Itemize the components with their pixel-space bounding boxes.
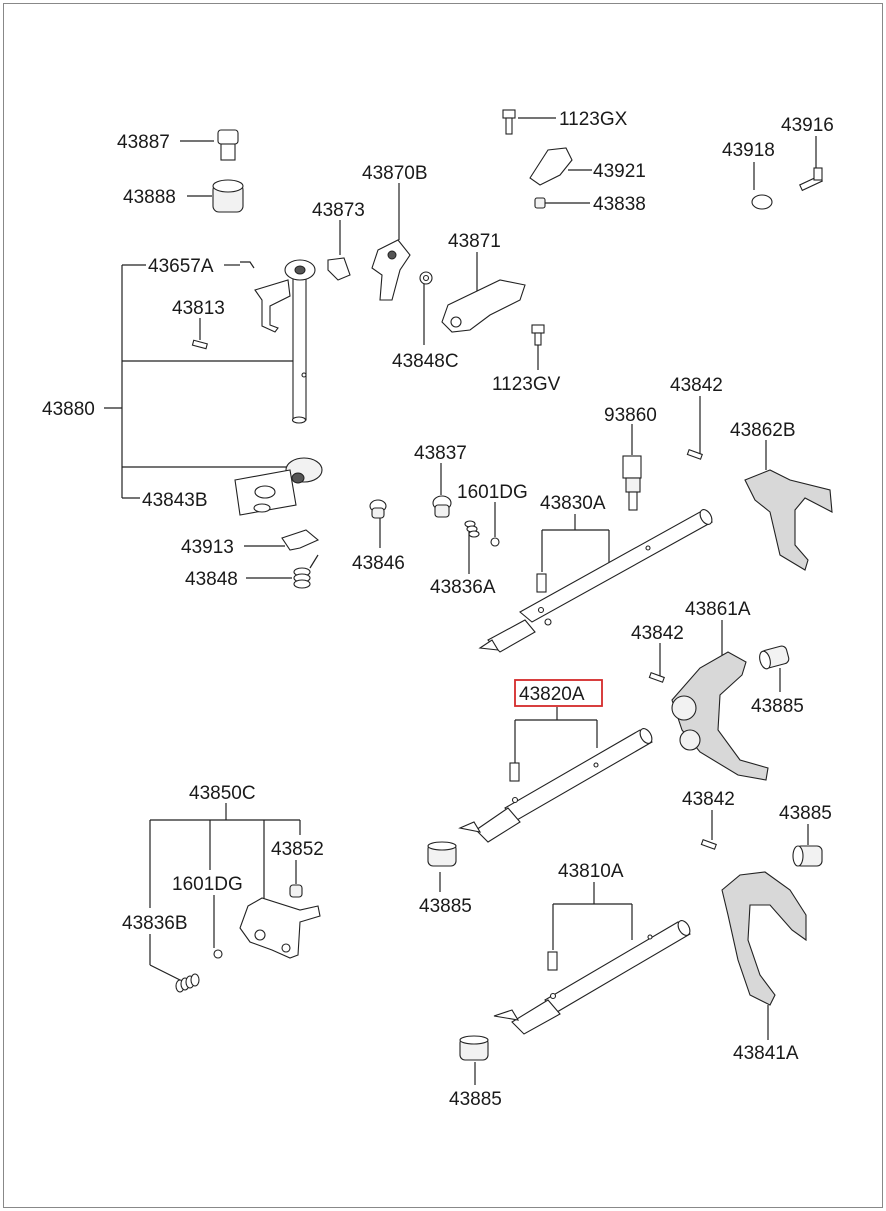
label-43846[interactable]: 43846 — [352, 553, 405, 574]
label-43888[interactable]: 43888 — [123, 187, 176, 208]
highlight-box-43820A — [514, 679, 603, 707]
label-43813[interactable]: 43813 — [172, 298, 225, 319]
label-43820A[interactable]: 43820A — [519, 684, 585, 705]
label-43885-a[interactable]: 43885 — [751, 696, 804, 717]
label-43885-c[interactable]: 43885 — [419, 896, 472, 917]
label-43842-a[interactable]: 43842 — [670, 375, 723, 396]
bolt-1123GV — [531, 324, 545, 346]
label-93860[interactable]: 93860 — [604, 405, 657, 426]
spring-43836A — [464, 520, 480, 538]
label-43810A[interactable]: 43810A — [558, 861, 624, 882]
switch-93860 — [622, 455, 642, 511]
bushing-43885-c — [427, 841, 457, 867]
bolt-1123GX — [502, 109, 516, 135]
label-43870B[interactable]: 43870B — [362, 163, 428, 184]
ball-1601DG-a — [490, 537, 500, 547]
label-1601DG-b[interactable]: 1601DG — [172, 874, 243, 895]
shift-rail-43820A — [458, 728, 653, 843]
fork-43841A — [721, 871, 807, 1006]
label-43887[interactable]: 43887 — [117, 132, 170, 153]
label-43841A[interactable]: 43841A — [733, 1043, 799, 1064]
part-labels: 43887 43888 43657A 43813 43880 43843B 43… — [42, 109, 834, 1110]
bushing-43885-a — [759, 645, 790, 670]
label-1123GX[interactable]: 1123GX — [559, 109, 628, 130]
pin-43842-b — [648, 672, 665, 683]
label-43843B[interactable]: 43843B — [142, 490, 208, 511]
nut-43838 — [534, 197, 546, 209]
bracket-43873 — [327, 257, 351, 281]
label-43836A[interactable]: 43836A — [430, 577, 496, 598]
plug-43837 — [432, 495, 452, 518]
pin-43813 — [191, 339, 208, 350]
label-43848C[interactable]: 43848C — [392, 351, 459, 372]
label-43657A[interactable]: 43657A — [148, 256, 214, 277]
clip-43657A — [240, 261, 255, 269]
label-43861A[interactable]: 43861A — [685, 599, 751, 620]
shift-rail-43810A — [493, 920, 691, 1035]
lever-43850C — [239, 897, 321, 959]
bracket-43871 — [441, 279, 526, 333]
label-43850C[interactable]: 43850C — [189, 783, 256, 804]
label-43838[interactable]: 43838 — [593, 194, 646, 215]
bushing-43888 — [212, 179, 244, 213]
label-43880[interactable]: 43880 — [42, 399, 95, 420]
plate-43913 — [281, 529, 320, 551]
label-43913[interactable]: 43913 — [181, 537, 234, 558]
clamp-43921 — [529, 147, 573, 186]
shift-shaft-43880 — [254, 259, 316, 424]
label-43885-d[interactable]: 43885 — [449, 1089, 502, 1110]
label-1123GV[interactable]: 1123GV — [492, 374, 561, 395]
label-43871[interactable]: 43871 — [448, 231, 501, 252]
label-43916[interactable]: 43916 — [781, 115, 834, 136]
pin-43842-c — [700, 839, 717, 850]
label-43837[interactable]: 43837 — [414, 443, 467, 464]
fork-43861A — [671, 651, 769, 781]
bolt-43916 — [799, 167, 823, 192]
label-43918[interactable]: 43918 — [722, 140, 775, 161]
plug-43846 — [369, 499, 387, 519]
parts — [175, 109, 833, 1061]
fork-43862B — [744, 469, 833, 571]
label-43885-b[interactable]: 43885 — [779, 803, 832, 824]
ball-1601DG-b — [213, 949, 223, 959]
spring-43848 — [293, 554, 319, 589]
washer-43918 — [751, 194, 773, 210]
bushing-43885-b — [792, 845, 823, 867]
label-43836B[interactable]: 43836B — [122, 913, 188, 934]
bolt-43887 — [217, 129, 239, 161]
label-43842-c[interactable]: 43842 — [682, 789, 735, 810]
label-43848[interactable]: 43848 — [185, 569, 238, 590]
label-43921[interactable]: 43921 — [593, 161, 646, 182]
label-43862B[interactable]: 43862B — [730, 420, 796, 441]
label-43873[interactable]: 43873 — [312, 200, 365, 221]
label-43852[interactable]: 43852 — [271, 839, 324, 860]
leader-lines — [104, 117, 817, 1085]
lever-43870B — [371, 239, 411, 301]
bushing-43852 — [289, 884, 303, 898]
label-43830A[interactable]: 43830A — [540, 493, 606, 514]
spring-43836B — [175, 973, 200, 993]
lever-43843B — [234, 457, 323, 516]
label-1601DG-a[interactable]: 1601DG — [457, 482, 528, 503]
pin-43842-a — [686, 449, 703, 460]
diagram-frame — [3, 3, 883, 1208]
label-43842-b[interactable]: 43842 — [631, 623, 684, 644]
nut-43848C — [419, 271, 433, 285]
shift-rail-43830A — [478, 509, 713, 653]
bushing-43885-d — [459, 1035, 489, 1061]
